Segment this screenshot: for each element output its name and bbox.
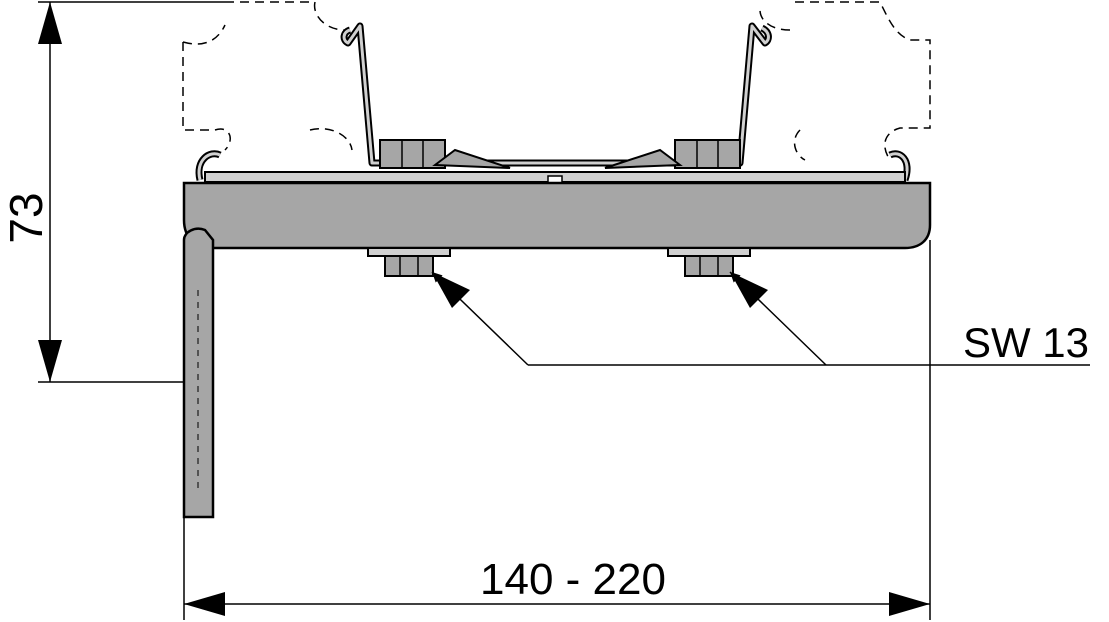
width-dimension xyxy=(183,240,931,620)
wrench-size-label: SW 13 xyxy=(963,319,1089,366)
height-arrow-top xyxy=(38,2,62,44)
base-plate xyxy=(182,181,932,250)
dimension-height-label: 73 xyxy=(0,192,52,243)
spring-clip xyxy=(340,22,772,167)
height-dimension xyxy=(38,1,225,383)
bolt-head-top-left xyxy=(379,139,446,169)
angle-leg xyxy=(182,227,215,519)
nut-left xyxy=(367,247,451,277)
width-arrow-left xyxy=(184,592,225,616)
nut-right xyxy=(667,247,751,277)
leader-arrow-right xyxy=(730,272,768,308)
rail-profile-outline-left xyxy=(182,1,353,151)
clip-hook-right xyxy=(888,150,911,182)
wedge-right xyxy=(604,148,683,169)
bolt-head-top-right xyxy=(674,139,741,169)
height-arrow-bottom xyxy=(38,340,62,382)
clip-hook-left xyxy=(195,150,222,181)
leader-arrow-left xyxy=(432,272,470,308)
wedge-left xyxy=(432,148,511,169)
width-arrow-right xyxy=(889,592,930,616)
rail-profile-outline-right xyxy=(759,1,931,161)
dimension-width-label: 140 - 220 xyxy=(480,555,666,604)
